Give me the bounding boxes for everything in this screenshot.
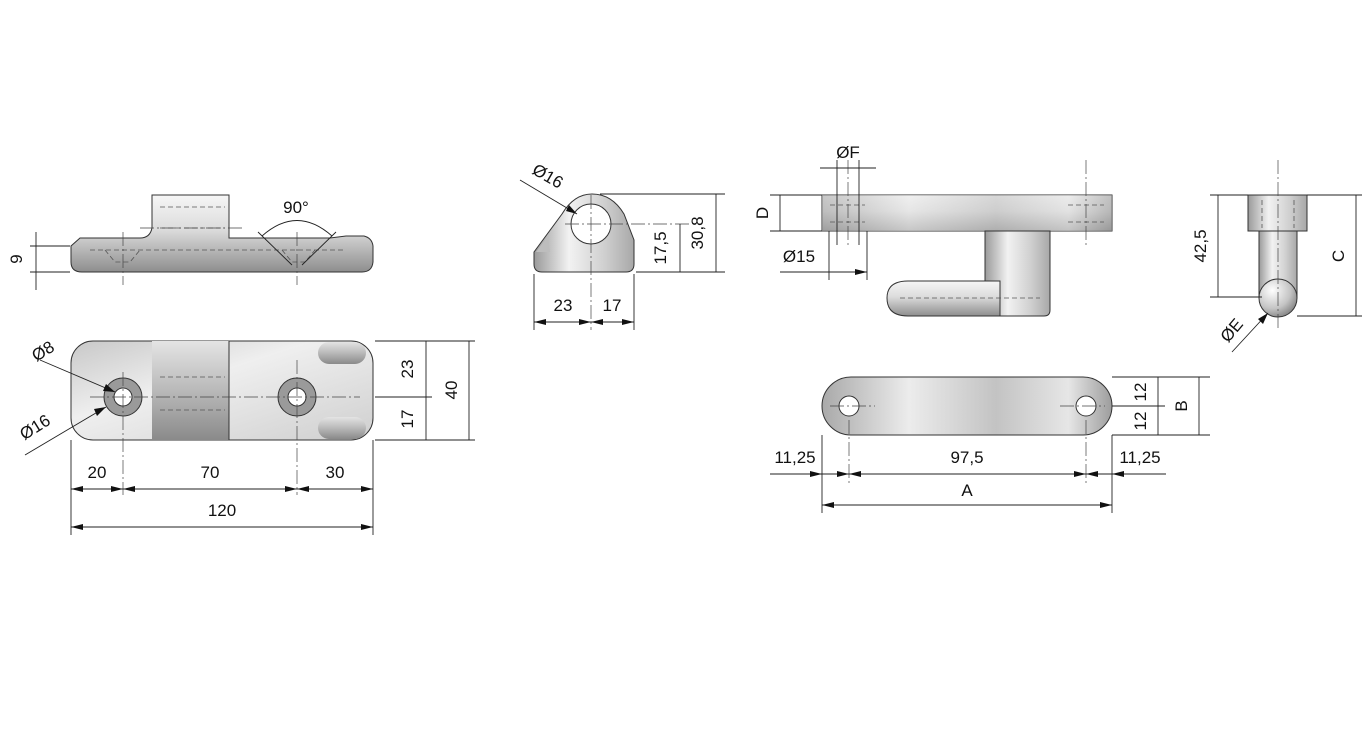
- side-hole-label: Ø16: [529, 160, 566, 193]
- pin-post: [984, 230, 1051, 317]
- hinge-side-view: Ø16 17,5 30,8 23 17: [519, 160, 725, 330]
- hinge-elevation-body: [70, 194, 374, 273]
- dim-70-label: 70: [201, 463, 220, 482]
- dim-d-label: D: [753, 207, 772, 219]
- hinge-plan-rib-top: [318, 342, 366, 364]
- strap-plan-view: 12 12 B 11,25 97,5 11,25 A: [770, 376, 1210, 513]
- dim-angle-label: 90°: [283, 198, 309, 217]
- hinge-elevation-view: 9 90°: [7, 194, 374, 290]
- dim-angle-leg-1: [257, 231, 293, 266]
- side-body-shade: [536, 236, 550, 252]
- dim-side-23-label: 23: [554, 296, 573, 315]
- hinge-plan-rib-bottom: [318, 417, 366, 439]
- hinge-plan-knuckle: [152, 341, 229, 440]
- dim-42-5-label: 42,5: [1191, 229, 1210, 262]
- pin-arm: [886, 280, 1001, 317]
- dim-angle-leg-2: [301, 231, 337, 266]
- hole-dia-16-label: Ø16: [16, 411, 53, 444]
- dim-23-label: 23: [398, 360, 417, 379]
- dim-17-label: 17: [398, 410, 417, 429]
- pin-plate-shade: [822, 195, 1112, 231]
- dim-20-label: 20: [88, 463, 107, 482]
- dim-9-label: 9: [7, 254, 26, 263]
- dim-17-5-label: 17,5: [651, 231, 670, 264]
- dim-15-label: Ø15: [783, 247, 815, 266]
- dim-120-label: 120: [208, 501, 236, 520]
- hinge-plan-view: Ø8 Ø16 23 17 40 20 70 30 120: [16, 337, 475, 535]
- pin-end-head: [1247, 194, 1308, 232]
- pin-end-view: 42,5 C ØE: [1191, 160, 1362, 353]
- dim-30-8-label: 30,8: [688, 216, 707, 249]
- dim-side-17-label: 17: [603, 296, 622, 315]
- dim-97-5-label: 97,5: [950, 448, 983, 467]
- pin-elevation-view: ØF D Ø15: [753, 143, 1113, 317]
- leader-16: [24, 406, 107, 456]
- dim-40-label: 40: [442, 381, 461, 400]
- dim-angle-arc: [261, 220, 333, 237]
- dim-a-label: A: [961, 481, 973, 500]
- dim-c-label: C: [1329, 250, 1348, 262]
- dim-b-label: B: [1172, 400, 1191, 411]
- dim-11-25-left-label: 11,25: [774, 448, 815, 467]
- leader-8: [39, 359, 116, 393]
- dim-30-label: 30: [326, 463, 345, 482]
- dim-f-label: ØF: [836, 143, 860, 162]
- hinge-countersink-right: [281, 249, 316, 263]
- dim-12-upper-label: 12: [1131, 383, 1150, 402]
- hole-dia-8-label: Ø8: [28, 337, 57, 365]
- dim-12-lower-label: 12: [1131, 412, 1150, 431]
- dim-11-25-right-label: 11,25: [1119, 448, 1160, 467]
